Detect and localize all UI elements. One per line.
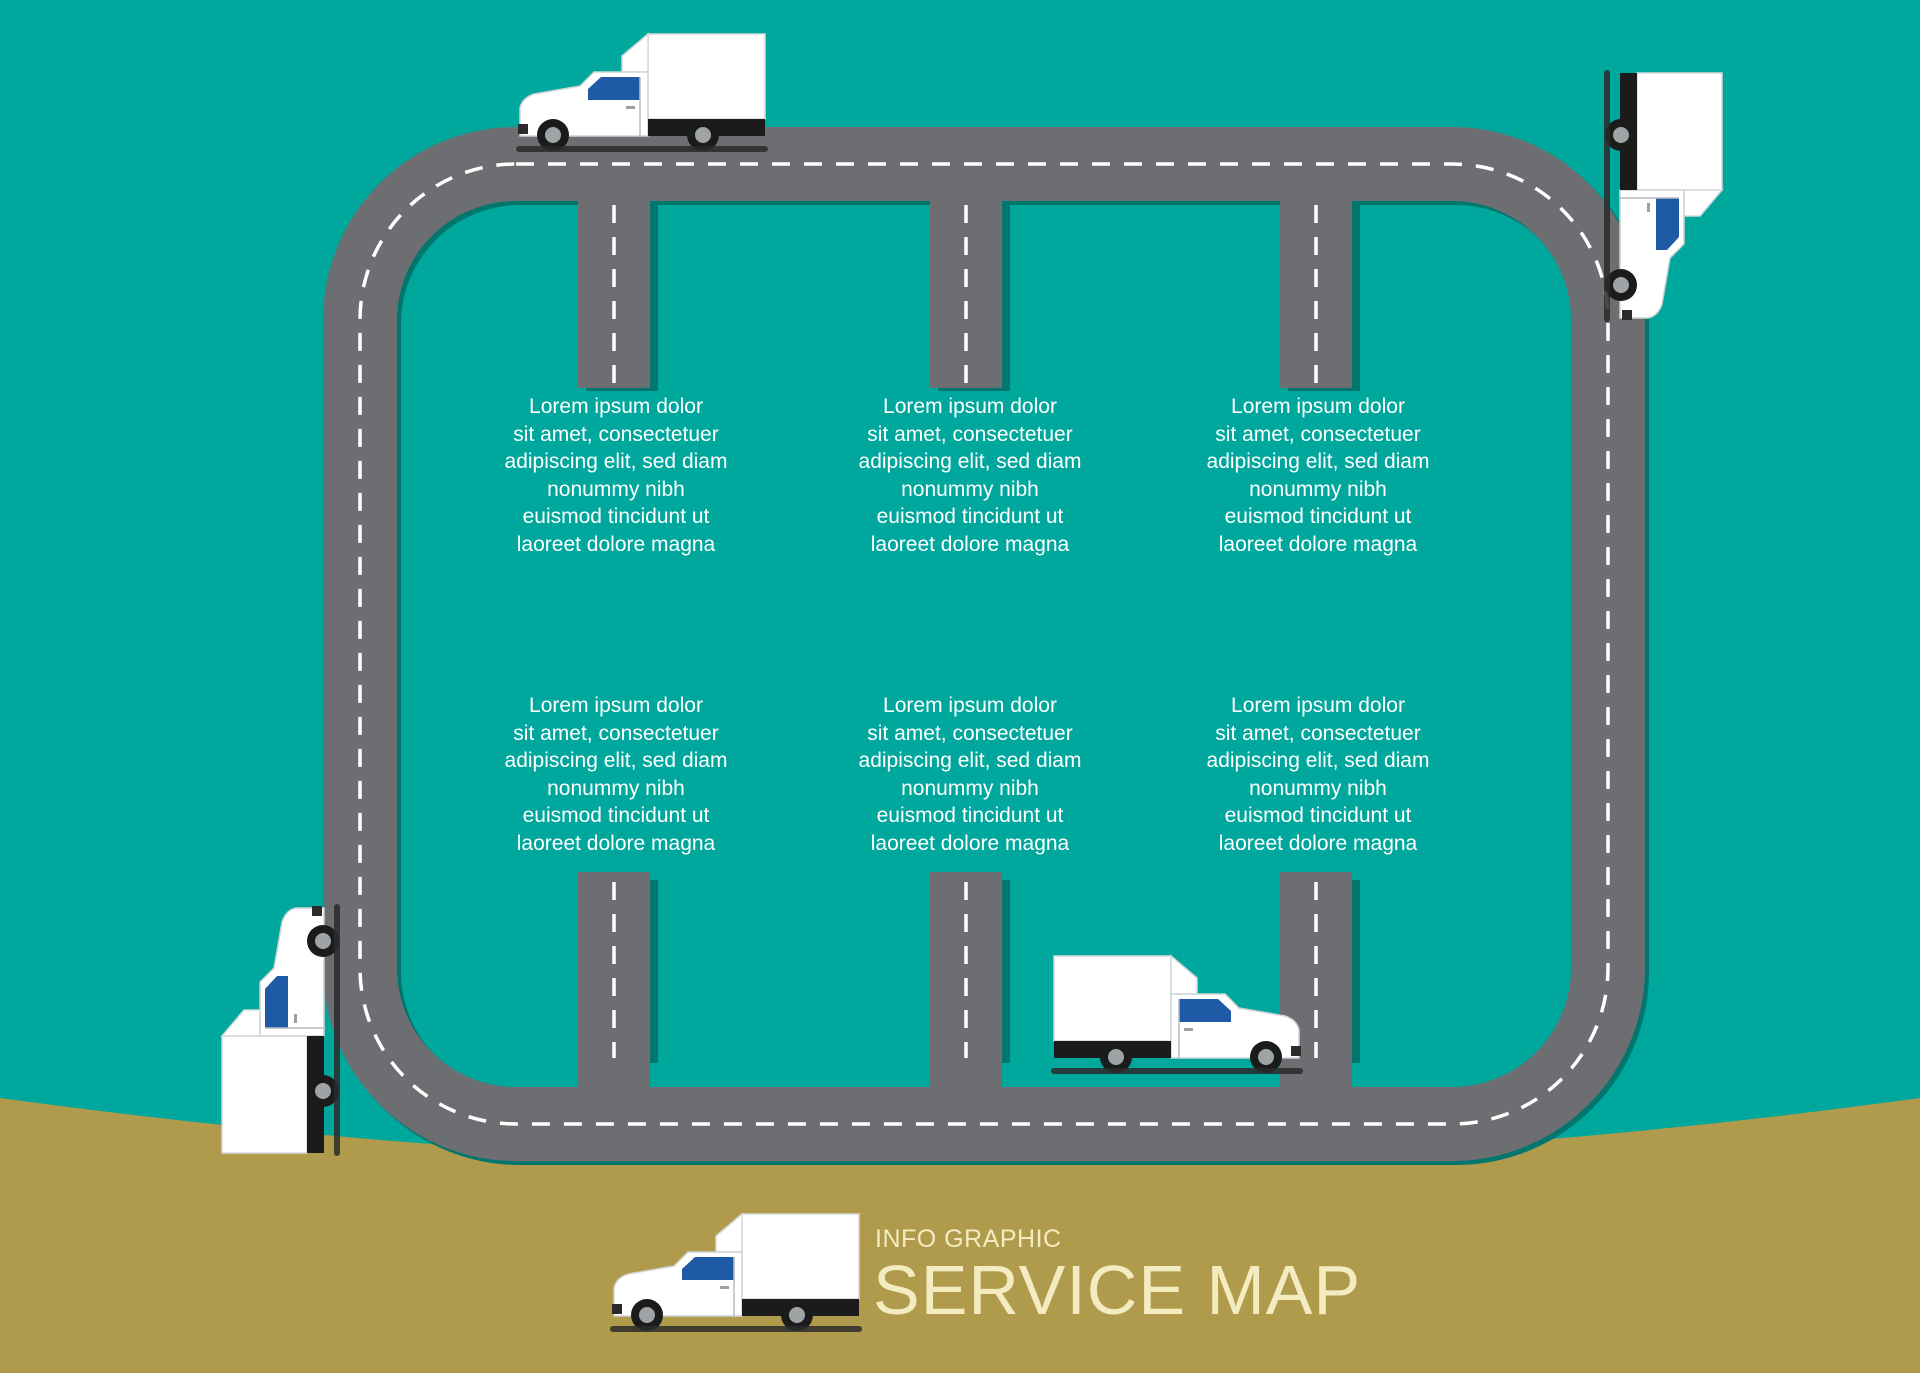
delivery-truck-icon (1603, 69, 1723, 323)
page-title: SERVICE MAP (873, 1251, 1362, 1329)
info-block-5: Lorem ipsum dolor sit amet, consectetuer… (858, 694, 1082, 855)
info-block-6: Lorem ipsum dolor sit amet, consectetuer… (1206, 694, 1430, 855)
ring-road-marking (358, 162, 1610, 1126)
delivery-truck-icon (515, 33, 769, 153)
ground-band (0, 1098, 1920, 1373)
delivery-truck-icon (221, 903, 341, 1157)
title-subheading: INFO GRAPHIC (875, 1225, 1062, 1253)
info-block-3: Lorem ipsum dolor sit amet, consectetuer… (1206, 395, 1430, 556)
delivery-truck-icon (1050, 955, 1304, 1075)
info-block-4: Lorem ipsum dolor sit amet, consectetuer… (504, 694, 728, 855)
info-block-2: Lorem ipsum dolor sit amet, consectetuer… (858, 395, 1082, 556)
info-block-1: Lorem ipsum dolor sit amet, consectetuer… (504, 395, 728, 556)
